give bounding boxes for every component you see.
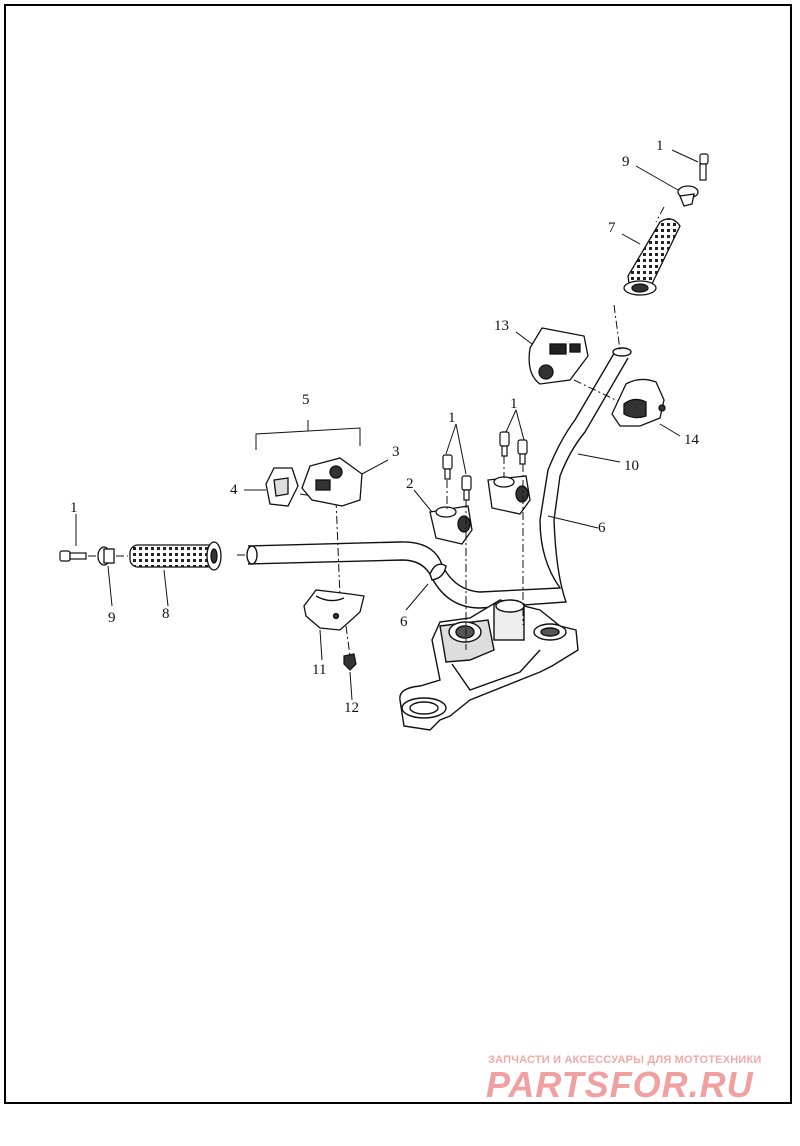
callout-9-left: 9 <box>108 610 116 626</box>
watermark-tagline: ЗАПЧАСТИ И АКСЕССУАРЫ ДЛЯ МОТОТЕХНИКИ <box>488 1054 762 1066</box>
riser-clamp-right <box>487 475 531 515</box>
triple-clamp <box>399 599 579 731</box>
watermark-logo: PARTSFOR.RU <box>486 1064 754 1105</box>
left-switch-housing <box>301 457 363 507</box>
callout-4: 4 <box>230 482 238 498</box>
callout-1-mid-b: 1 <box>510 396 518 412</box>
callout-7: 7 <box>608 220 616 236</box>
left-switch-cover <box>265 467 299 507</box>
left-lower-screw <box>343 653 357 671</box>
callout-11: 11 <box>312 662 326 678</box>
right-end-cap <box>677 185 699 207</box>
callout-8: 8 <box>162 606 170 622</box>
callout-6-left: 6 <box>400 614 408 630</box>
left-end-screw <box>59 550 87 562</box>
right-switch-housing <box>528 327 589 385</box>
callout-14: 14 <box>684 432 700 448</box>
callout-1-left: 1 <box>70 500 78 516</box>
left-grip <box>129 541 222 571</box>
callout-1-mid-a: 1 <box>448 410 456 426</box>
callout-5: 5 <box>302 392 310 408</box>
callouts: 1 9 7 13 14 10 1 1 5 3 4 2 6 1 9 8 6 11 … <box>70 138 700 716</box>
callout-3: 3 <box>392 444 400 460</box>
callout-12: 12 <box>344 700 359 716</box>
handlebar <box>246 347 632 609</box>
group-bracket <box>255 420 361 450</box>
callout-1-top: 1 <box>656 138 664 154</box>
assembly-lines <box>72 189 691 657</box>
clamp-bolts <box>442 431 528 501</box>
riser-clamp-left <box>429 505 473 545</box>
callout-13: 13 <box>494 318 509 334</box>
right-grip <box>623 218 681 296</box>
left-end-cap <box>97 546 115 566</box>
right-lower-housing <box>611 378 666 427</box>
callout-2: 2 <box>406 476 414 492</box>
callout-6-right: 6 <box>598 520 606 536</box>
right-end-screw <box>699 153 709 181</box>
left-lower-housing <box>303 589 365 631</box>
callout-10: 10 <box>624 458 639 474</box>
drawing-frame <box>4 4 792 1104</box>
leader-lines <box>75 149 699 701</box>
callout-9-top: 9 <box>622 154 630 170</box>
